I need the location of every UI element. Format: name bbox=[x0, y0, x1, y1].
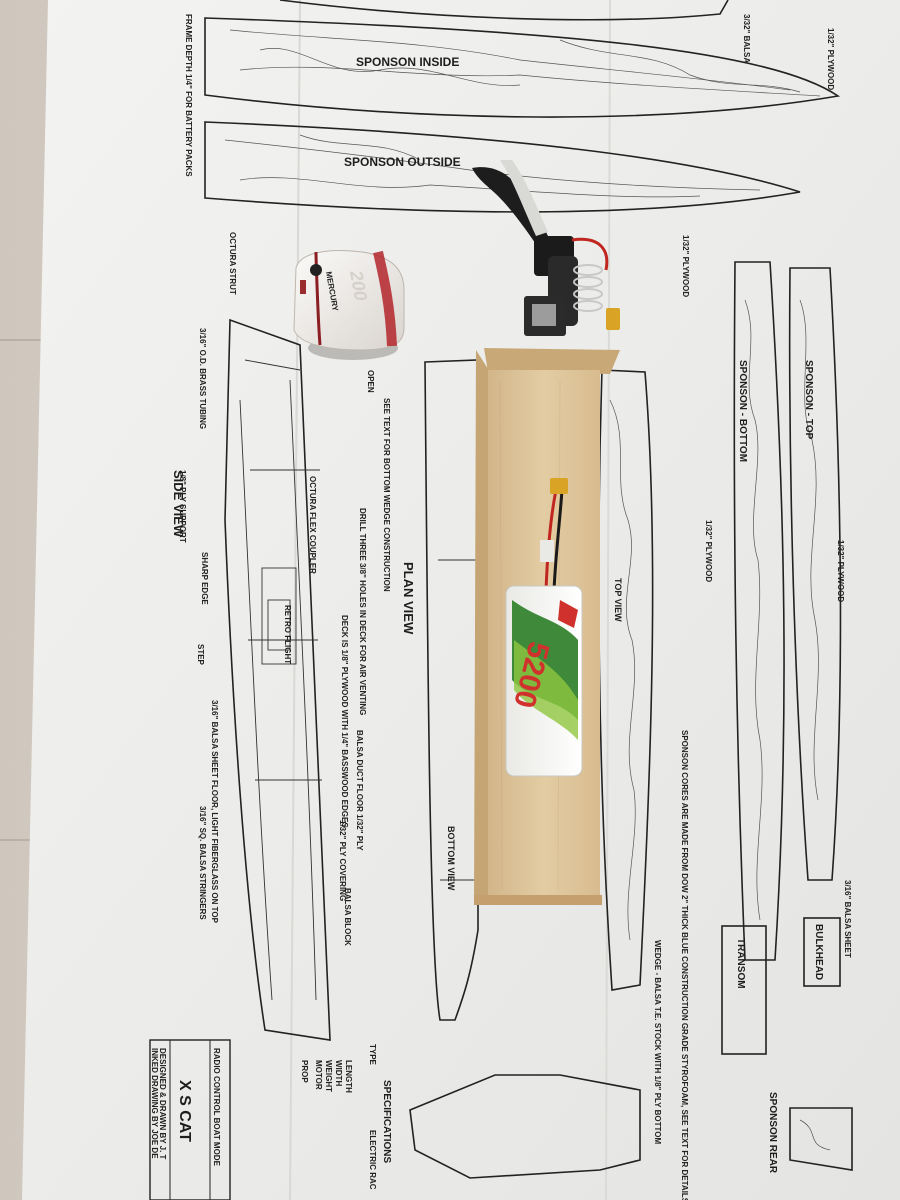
bottom-view-label: BOTTOM VIEW bbox=[446, 826, 456, 891]
balance-connector bbox=[540, 540, 554, 562]
balsa-duct-label: BALSA DUCT FLOOR 1/32" PLY bbox=[355, 730, 364, 851]
octura-strut-label: OCTURA STRUT bbox=[228, 232, 237, 295]
see-text-label: SEE TEXT FOR BOTTOM WEDGE CONSTRUCTION bbox=[382, 398, 391, 592]
title-block: RADIO CONTROL BOAT MODE X S CAT DESIGNED… bbox=[149, 1039, 231, 1200]
sponson-bottom-label: SPONSON - BOTTOM bbox=[737, 360, 748, 462]
title-main: X S CAT bbox=[176, 1080, 193, 1142]
plan-view-drawing: PLAN VIEW BOTTOM VIEW bbox=[401, 359, 479, 1021]
plywood-label-3: 1/32" PLYWOOD bbox=[836, 540, 845, 602]
outboard-cowl: MERCURY 200 bbox=[293, 250, 405, 360]
motor-connector bbox=[606, 308, 620, 330]
bulkhead-drawing: BULKHEAD bbox=[803, 917, 841, 987]
sponson-bottom-drawing: SPONSON - BOTTOM bbox=[733, 261, 785, 961]
spec-weight: WEIGHT bbox=[324, 1060, 333, 1092]
cross-section-drawing bbox=[409, 1074, 641, 1179]
sponson-rear-label: SPONSON REAR bbox=[767, 1092, 778, 1174]
title-designed: DESIGNED & DRAWN BY J. T bbox=[158, 1048, 167, 1160]
sponson-top-drawing: SPONSON - TOP bbox=[788, 267, 842, 881]
ply-covering-label: 1/32" PLY COVERING bbox=[338, 820, 347, 901]
plan-paper bbox=[22, 0, 900, 1200]
support-label: 1/8" PLY SUPPORT bbox=[178, 470, 187, 543]
motor-note: RETRO FLIGHT bbox=[283, 605, 292, 664]
sponson-outside-label: SPONSON OUTSIDE bbox=[344, 155, 461, 169]
outdrive-fin bbox=[472, 167, 550, 250]
specifications-block: SPECIFICATIONS TYPE ELECTRIC RAC LENGTH … bbox=[300, 1044, 392, 1190]
battery-note: FRAME DEPTH 1/4" FOR BATTERY PACKS bbox=[184, 14, 193, 177]
balsa-block-label: BALSA BLOCK bbox=[343, 888, 352, 946]
sponson-cores-label: SPONSON CORES ARE MADE FROM DOW 2" THICK… bbox=[680, 730, 689, 1200]
outdrive-unit bbox=[472, 160, 620, 336]
transom-drawing: TRANSOM bbox=[721, 925, 767, 1055]
stringers-label: 3/16" SQ. BALSA STRINGERS bbox=[198, 806, 207, 920]
battery-connector bbox=[550, 478, 568, 494]
motor-cooling-coil bbox=[573, 264, 603, 312]
transom-label: TRANSOM bbox=[735, 938, 746, 989]
deck-label: DECK IS 1/8" PLYWOOD WITH 1/4" BASSWOOD … bbox=[340, 615, 349, 828]
spec-prop: PROP bbox=[300, 1060, 309, 1083]
specifications-title: SPECIFICATIONS bbox=[381, 1080, 392, 1163]
side-view-label: SIDE VIEW bbox=[171, 470, 186, 538]
spec-width: WIDTH bbox=[334, 1060, 343, 1086]
open-label: OPEN bbox=[366, 370, 375, 393]
outdrive-blade bbox=[500, 160, 548, 236]
plan-view-label: PLAN VIEW bbox=[401, 562, 416, 635]
sponson-rear-drawing: SPONSON REAR bbox=[767, 1092, 853, 1174]
sharp-edge-label: SHARP EDGE bbox=[200, 552, 209, 605]
balsa-note-top: 3/32" BALSA bbox=[742, 14, 751, 63]
balsa-floor-label: 3/16" BALSA SHEET FLOOR, LIGHT FIBERGLAS… bbox=[210, 700, 219, 924]
wedge-label: WEDGE - BALSA T.E. STOCK WITH 1/8" PLY B… bbox=[653, 940, 662, 1144]
top-strip-drawing bbox=[279, 0, 729, 21]
octura-flex-label: OCTURA FLEX COUPLER bbox=[308, 476, 317, 574]
drill-label: DRILL THREE 3/8" HOLES IN DECK FOR AIR V… bbox=[358, 508, 367, 715]
mercury-logo-icon bbox=[310, 264, 322, 276]
bulkhead-label: BULKHEAD bbox=[813, 924, 824, 980]
top-view-label: TOP VIEW bbox=[613, 578, 623, 622]
plywood-label-1: 1/32" PLYWOOD bbox=[826, 28, 835, 90]
brass-tubing-label: 3/16" O.D. BRASS TUBING bbox=[198, 328, 207, 429]
spec-length: LENGTH bbox=[344, 1060, 353, 1093]
step-label: STEP bbox=[196, 644, 205, 666]
sponson-outside-drawing: SPONSON OUTSIDE bbox=[204, 121, 801, 213]
side-view-drawing: RETRO FLIGHT SIDE VIEW bbox=[171, 318, 331, 1041]
spec-motor: MOTOR bbox=[314, 1060, 323, 1090]
spec-type-value: ELECTRIC RAC bbox=[368, 1130, 377, 1190]
plywood-label-2: 1/32" PLYWOOD bbox=[681, 235, 690, 297]
spec-type: TYPE bbox=[368, 1044, 377, 1066]
plywood-label-4: 1/32" PLYWOOD bbox=[704, 520, 713, 582]
sponson-top-label: SPONSON - TOP bbox=[803, 360, 814, 440]
title-inked: INKED DRAWING BY JOE DE bbox=[150, 1048, 159, 1159]
sponson-inside-drawing: SPONSON INSIDE bbox=[204, 17, 841, 118]
paper-fold bbox=[289, 0, 301, 1200]
title-subtitle: RADIO CONTROL BOAT MODE bbox=[212, 1048, 221, 1167]
balsa-sheet-label: 3/16" BALSA SHEET bbox=[843, 880, 852, 958]
lipo-battery: 5200 bbox=[505, 478, 583, 777]
sponson-inside-label: SPONSON INSIDE bbox=[356, 55, 459, 69]
paper-fold bbox=[605, 0, 611, 1200]
